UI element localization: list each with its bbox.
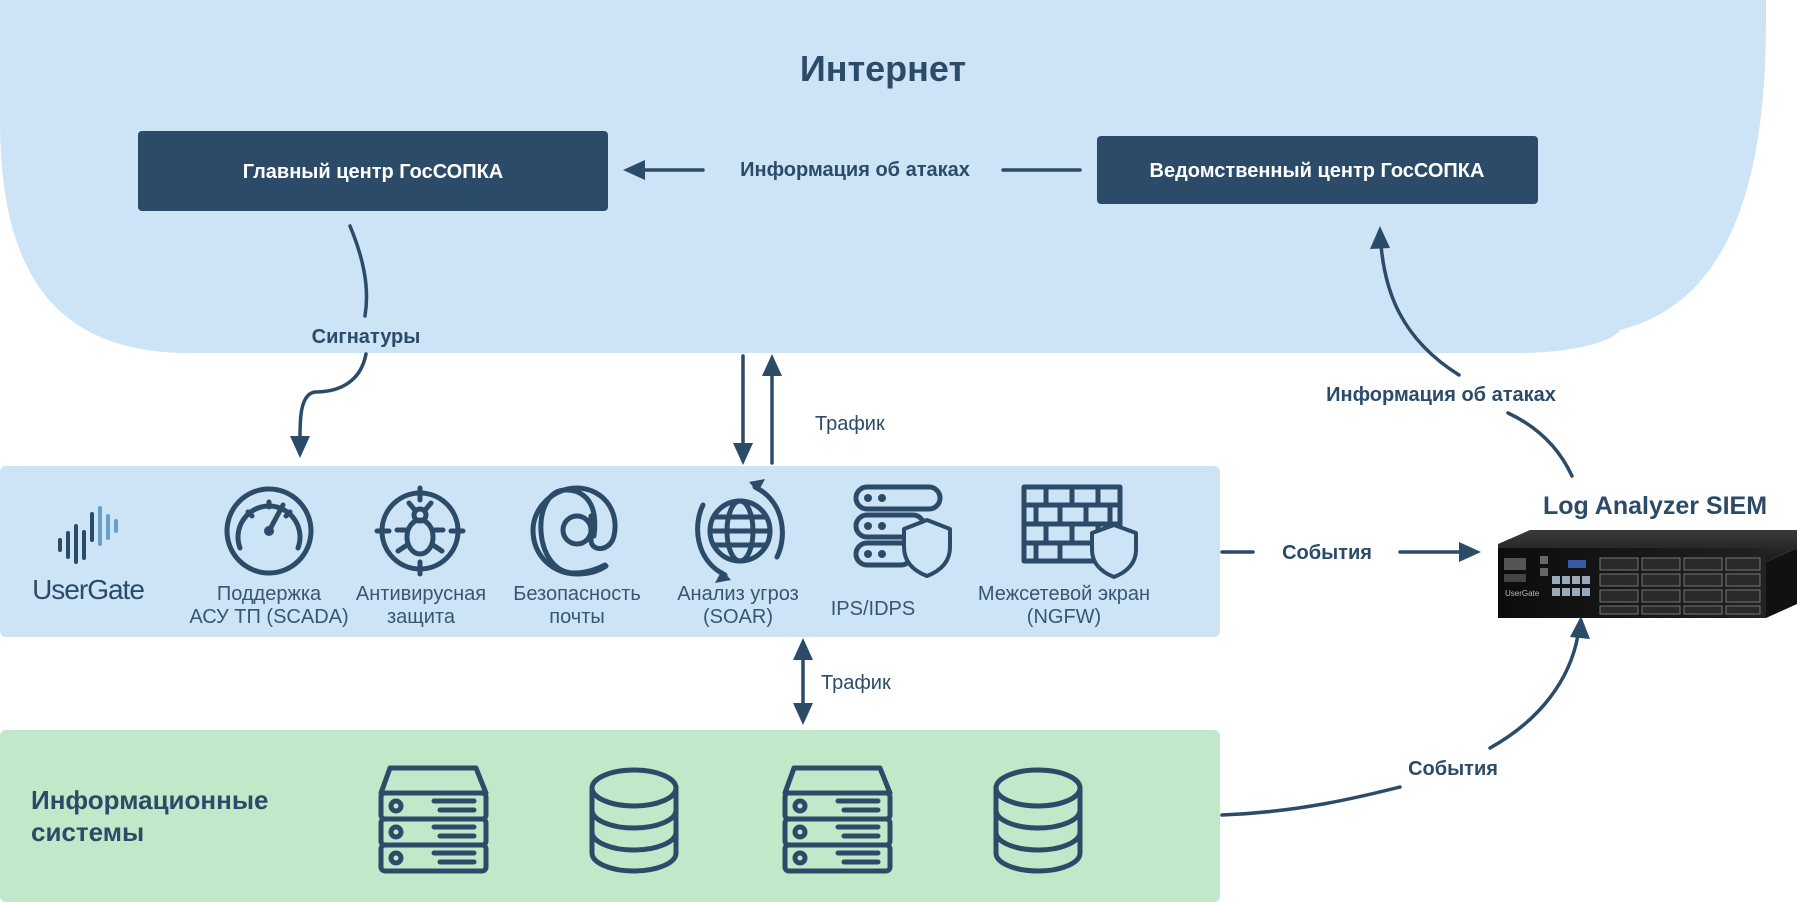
device-brand: UserGate [1505, 589, 1540, 598]
attack-info-siem-label: Информация об атаках [1326, 384, 1556, 406]
device-drive-bays [1599, 557, 1761, 615]
module-label-ips: IPS/IDPS [831, 598, 915, 620]
events-bottom-label: События [1408, 758, 1498, 780]
module-label-line: (SOAR) [703, 606, 773, 628]
module-label-soar: Анализ угроз (SOAR) [677, 583, 799, 628]
traffic-bottom-arrow: Трафик [793, 638, 891, 725]
database-icon [993, 767, 1083, 874]
info-systems-title: системы [31, 817, 144, 847]
module-label-line: (NGFW) [1027, 606, 1101, 628]
module-label-line: Межсетевой экран [978, 583, 1150, 605]
module-label-line: Поддержка [217, 583, 322, 605]
module-label-line: Анализ угроз [677, 583, 799, 605]
dept-center-label: Ведомственный центр ГосСОПКА [1150, 160, 1485, 182]
module-label-line: Безопасность [513, 583, 641, 605]
traffic-top-label: Трафик [815, 413, 885, 435]
module-label-line: IPS/IDPS [831, 598, 915, 620]
events-bottom-arrow: События [1220, 616, 1590, 817]
main-center-label: Главный центр ГосСОПКА [243, 161, 504, 183]
internet-region [0, 0, 1766, 353]
gauge-icon [224, 486, 314, 576]
siem-title: Log Analyzer SIEM [1543, 492, 1767, 520]
module-label-antivirus: Антивирусная защита [356, 583, 486, 628]
dept-center-box: Ведомственный центр ГосСОПКА [1097, 136, 1538, 204]
device-ports: UserGate [1504, 556, 1590, 598]
module-label-line: почты [549, 606, 604, 628]
usergate-wave-icon [58, 506, 118, 564]
traffic-bottom-label: Трафик [821, 672, 891, 694]
events-right-arrow: События [1220, 542, 1481, 564]
attack-info-label: Информация об атаках [740, 159, 970, 181]
internet-title: Интернет [800, 48, 966, 89]
at-sign-icon [530, 485, 618, 577]
info-systems-title: Информационные [31, 785, 269, 815]
module-label-line: АСУ ТП (SCADA) [189, 606, 348, 628]
attack-info-siem-arrow: Информация об атаках [1326, 226, 1574, 478]
module-label-ngfw: Межсетевой экран (NGFW) [978, 583, 1150, 628]
bug-target-icon [374, 485, 466, 577]
signatures-label: Сигнатуры [312, 326, 421, 348]
usergate-logo: UserGate [32, 506, 145, 605]
info-systems-panel [0, 730, 1220, 902]
module-label-mail: Безопасность почты [513, 583, 641, 628]
server-stack-icon [378, 765, 489, 874]
firewall-shield-icon [1021, 484, 1138, 579]
globe-cycle-icon [695, 479, 785, 583]
module-label-scada: Поддержка АСУ ТП (SCADA) [189, 583, 348, 628]
module-label-line: защита [387, 606, 456, 628]
traffic-top-arrows: Трафик [733, 354, 885, 465]
events-right-label: События [1282, 542, 1372, 564]
module-label-line: Антивирусная [356, 583, 486, 605]
attack-info-arrow: Информация об атаках [623, 159, 1082, 181]
server-shield-icon [853, 484, 952, 578]
siem-device: UserGate [1498, 530, 1797, 618]
database-icon [589, 767, 679, 874]
signatures-arrow: Сигнатуры [290, 224, 421, 458]
usergate-brand: UserGate [32, 574, 144, 605]
server-stack-icon [782, 765, 893, 874]
main-center-box: Главный центр ГосСОПКА [138, 131, 608, 211]
